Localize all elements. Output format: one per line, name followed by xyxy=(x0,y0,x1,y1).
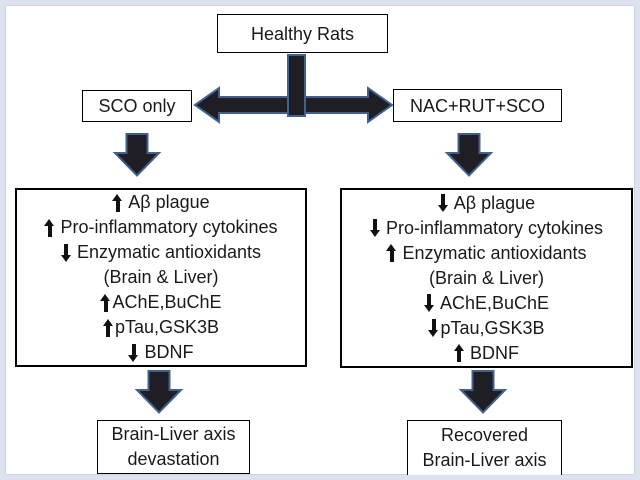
effect-text: Enzymatic antioxidants xyxy=(402,242,587,263)
down-arrow-icon xyxy=(423,294,435,312)
sco-only-label: SCO only xyxy=(98,96,176,116)
effect-line: BDNF xyxy=(453,341,519,366)
down-arrow-icon xyxy=(134,370,184,414)
effect-line: pTau,GSK3B xyxy=(102,315,220,340)
down-arrow-icon xyxy=(444,133,494,177)
effect-text: pTau,GSK3B xyxy=(114,317,220,337)
effect-text: AChE,BuChE xyxy=(112,292,222,312)
up-arrow-icon xyxy=(453,344,465,362)
effect-text: BDNF xyxy=(469,342,519,363)
up-arrow-icon xyxy=(102,318,114,337)
up-arrow-icon xyxy=(44,218,55,237)
up-arrow-icon xyxy=(112,193,123,212)
outcome-line: Brain-Liver axis xyxy=(111,424,236,444)
outcome-line: Recovered xyxy=(440,425,529,445)
effect-line: Aβ plague xyxy=(437,191,536,216)
nac-rut-sco-label: NAC+RUT+SCO xyxy=(409,95,546,116)
effect-line: Pro-inflammatory cytokines xyxy=(369,216,604,241)
effect-line: Enzymatic antioxidants xyxy=(386,241,587,266)
sco-only-box: SCO only xyxy=(82,90,192,122)
down-arrow-icon xyxy=(369,219,381,237)
effect-line: (Brain & Liver) xyxy=(103,265,218,290)
effect-line: Pro-inflammatory cytokines xyxy=(44,215,278,240)
effect-text: Pro-inflammatory cytokines xyxy=(385,217,604,238)
outcome-line: devastation xyxy=(127,449,220,469)
down-arrow-icon xyxy=(60,243,72,262)
down-arrow-icon xyxy=(458,370,508,414)
effect-text: Pro-inflammatory cytokines xyxy=(60,217,278,237)
effect-line: (Brain & Liver) xyxy=(429,266,544,291)
down-arrow-icon xyxy=(112,133,162,177)
healthy-rats-label: Healthy Rats xyxy=(250,23,355,44)
down-arrow-icon xyxy=(437,194,449,212)
outcome-line: Brain-Liver axis xyxy=(422,450,547,470)
effect-line: Enzymatic antioxidants xyxy=(60,240,262,265)
effect-line: AChE,BuChE xyxy=(100,290,222,315)
effect-text: AChE,BuChE xyxy=(439,292,550,313)
effect-line: pTau,GSK3B xyxy=(428,316,545,341)
down-arrow-icon xyxy=(428,319,439,337)
up-arrow-icon xyxy=(386,244,397,262)
devastation-outcome-box: Brain-Liver axis devastation xyxy=(97,420,250,474)
effect-line: BDNF xyxy=(128,340,193,365)
effect-text: Aβ plague xyxy=(453,192,536,213)
effect-text: Enzymatic antioxidants xyxy=(76,242,262,262)
nac-rut-sco-box: NAC+RUT+SCO xyxy=(393,89,562,122)
effect-line: Aβ plague xyxy=(112,190,210,215)
healthy-rats-box: Healthy Rats xyxy=(217,14,388,53)
effect-line: AChE,BuChE xyxy=(423,291,550,316)
effect-text: (Brain & Liver) xyxy=(428,267,544,288)
effect-text: pTau,GSK3B xyxy=(440,317,545,338)
down-arrow-icon xyxy=(128,343,139,362)
effect-text: Aβ plague xyxy=(128,192,210,212)
effect-text: (Brain & Liver) xyxy=(103,267,219,287)
up-arrow-icon xyxy=(100,293,111,312)
effect-text: BDNF xyxy=(144,342,194,362)
recovered-outcome-box: Recovered Brain-Liver axis xyxy=(407,420,562,475)
branch-split-arrow-icon xyxy=(193,54,394,124)
